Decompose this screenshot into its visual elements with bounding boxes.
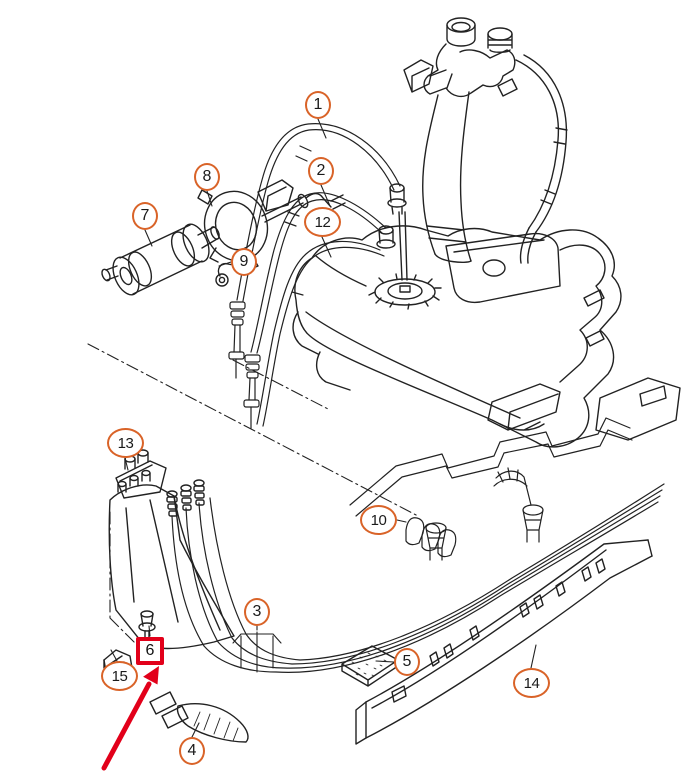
filler-neck-drawing [403,17,568,264]
tank-vent-fittings-drawing [425,467,544,561]
callout-4[interactable]: 4 [179,737,205,765]
callout-12[interactable]: 12 [304,207,341,237]
clips-10-drawing [405,517,457,558]
callout-13[interactable]: 13 [107,428,144,458]
heat-shield-drawing [108,469,235,650]
callout-9[interactable]: 9 [231,248,257,276]
callout-10[interactable]: 10 [360,505,397,535]
fuel-lines-drawing [228,123,401,429]
callout-6-highlighted[interactable]: 6 [136,637,164,665]
callout-14[interactable]: 14 [513,668,550,698]
pipe-bundle-drawing [171,417,665,673]
callout-7[interactable]: 7 [132,202,158,230]
callout-15[interactable]: 15 [101,661,138,691]
callout-1[interactable]: 1 [305,91,331,119]
callout-3[interactable]: 3 [244,598,270,626]
callout-5[interactable]: 5 [394,648,420,676]
callout-8[interactable]: 8 [194,163,220,191]
grommet-6-drawing [138,610,156,638]
sill-trim-drawing [355,539,653,745]
fuel-tank-drawing [292,183,681,448]
highlight-arrow [101,666,159,771]
callout-2[interactable]: 2 [308,157,334,185]
fuel-filter-drawing [101,223,220,296]
callout-leader-lines [110,118,537,738]
bracket-4-drawing [149,691,249,743]
